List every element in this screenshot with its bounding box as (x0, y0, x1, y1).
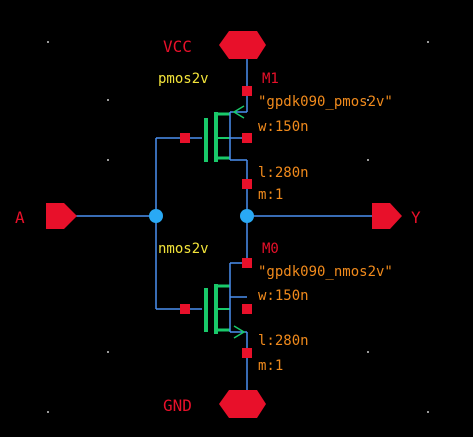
pmos-gate-plate (204, 118, 208, 162)
vcc-label: VCC (163, 37, 192, 56)
terminals[interactable] (180, 86, 252, 358)
pmos-gate-terminal (180, 133, 190, 143)
grid-dots (47, 41, 429, 413)
pmos-drain-terminal (242, 179, 252, 189)
junction-input (149, 209, 163, 223)
pmos-source-terminal (242, 86, 252, 96)
pmos-channel (214, 112, 218, 162)
pmos-instance-label: M1 (262, 71, 279, 87)
pmos-length-label: l:280n (258, 165, 309, 181)
nmos-gate-plate (204, 288, 208, 332)
nmos-width-label: w:150n (258, 288, 309, 304)
gnd-pin[interactable] (219, 390, 266, 418)
nmos-bulk-terminal (242, 304, 252, 314)
pmos-cell-label: pmos2v (158, 71, 209, 87)
pmos-transistor[interactable] (204, 105, 245, 162)
input-label: A (15, 208, 25, 227)
pmos-arrow (232, 105, 245, 119)
nmos-cell-label: nmos2v (158, 241, 209, 257)
nmos-transistor[interactable] (204, 263, 246, 339)
pmos-mult-label: m:1 (258, 187, 283, 203)
nmos-instance-label: M0 (262, 241, 279, 257)
junctions (149, 209, 254, 223)
nmos-source-terminal (242, 348, 252, 358)
nmos-gate-terminal (180, 304, 190, 314)
nmos-drain-terminal (242, 258, 252, 268)
pmos-bulk-terminal (242, 133, 252, 143)
nmos-mult-label: m:1 (258, 358, 283, 374)
output-pin[interactable] (372, 203, 402, 229)
nmos-arrow (233, 325, 246, 339)
output-label: Y (411, 208, 421, 227)
nmos-channel (214, 284, 218, 334)
input-pin[interactable] (46, 203, 77, 229)
vcc-pin[interactable] (219, 31, 266, 59)
gnd-label: GND (163, 396, 192, 415)
pmos-model-label: "gpdk090_pmos2v" (258, 94, 393, 110)
nmos-length-label: l:280n (258, 333, 309, 349)
pmos-width-label: w:150n (258, 119, 309, 135)
nmos-model-label: "gpdk090_nmos2v" (258, 264, 393, 280)
junction-output (240, 209, 254, 223)
